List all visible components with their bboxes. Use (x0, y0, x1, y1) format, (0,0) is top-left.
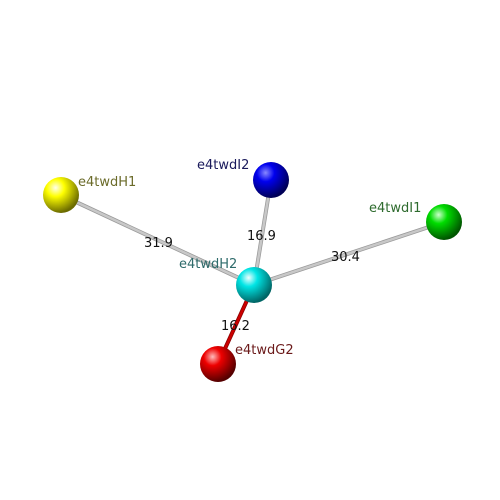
atom-label-H2: e4twdH2 (179, 257, 237, 272)
bond-length-label: 31.9 (144, 236, 173, 251)
atom-H1 (43, 177, 79, 213)
atom-label-G2: e4twdG2 (235, 343, 294, 358)
atom-H2 (236, 267, 272, 303)
atom-label-I2: e4twdI2 (197, 158, 249, 173)
labels: 31.9 16.9 30.4 16.2 e4twdH1 e4twdI2 e4twdI1 e4t… (78, 158, 421, 358)
atom-I2 (253, 162, 289, 198)
atom-label-I1: e4twdI1 (369, 201, 421, 216)
nodes (43, 162, 462, 382)
bond-length-label: 30.4 (331, 250, 360, 265)
atom-label-H1: e4twdH1 (78, 175, 136, 190)
atom-G2 (200, 346, 236, 382)
bond-H2-I1 (252, 220, 446, 287)
bond-H2-H1 (59, 193, 256, 287)
atom-I1 (426, 204, 462, 240)
bond-length-label: 16.2 (221, 319, 250, 334)
bond-length-label: 16.9 (247, 229, 276, 244)
